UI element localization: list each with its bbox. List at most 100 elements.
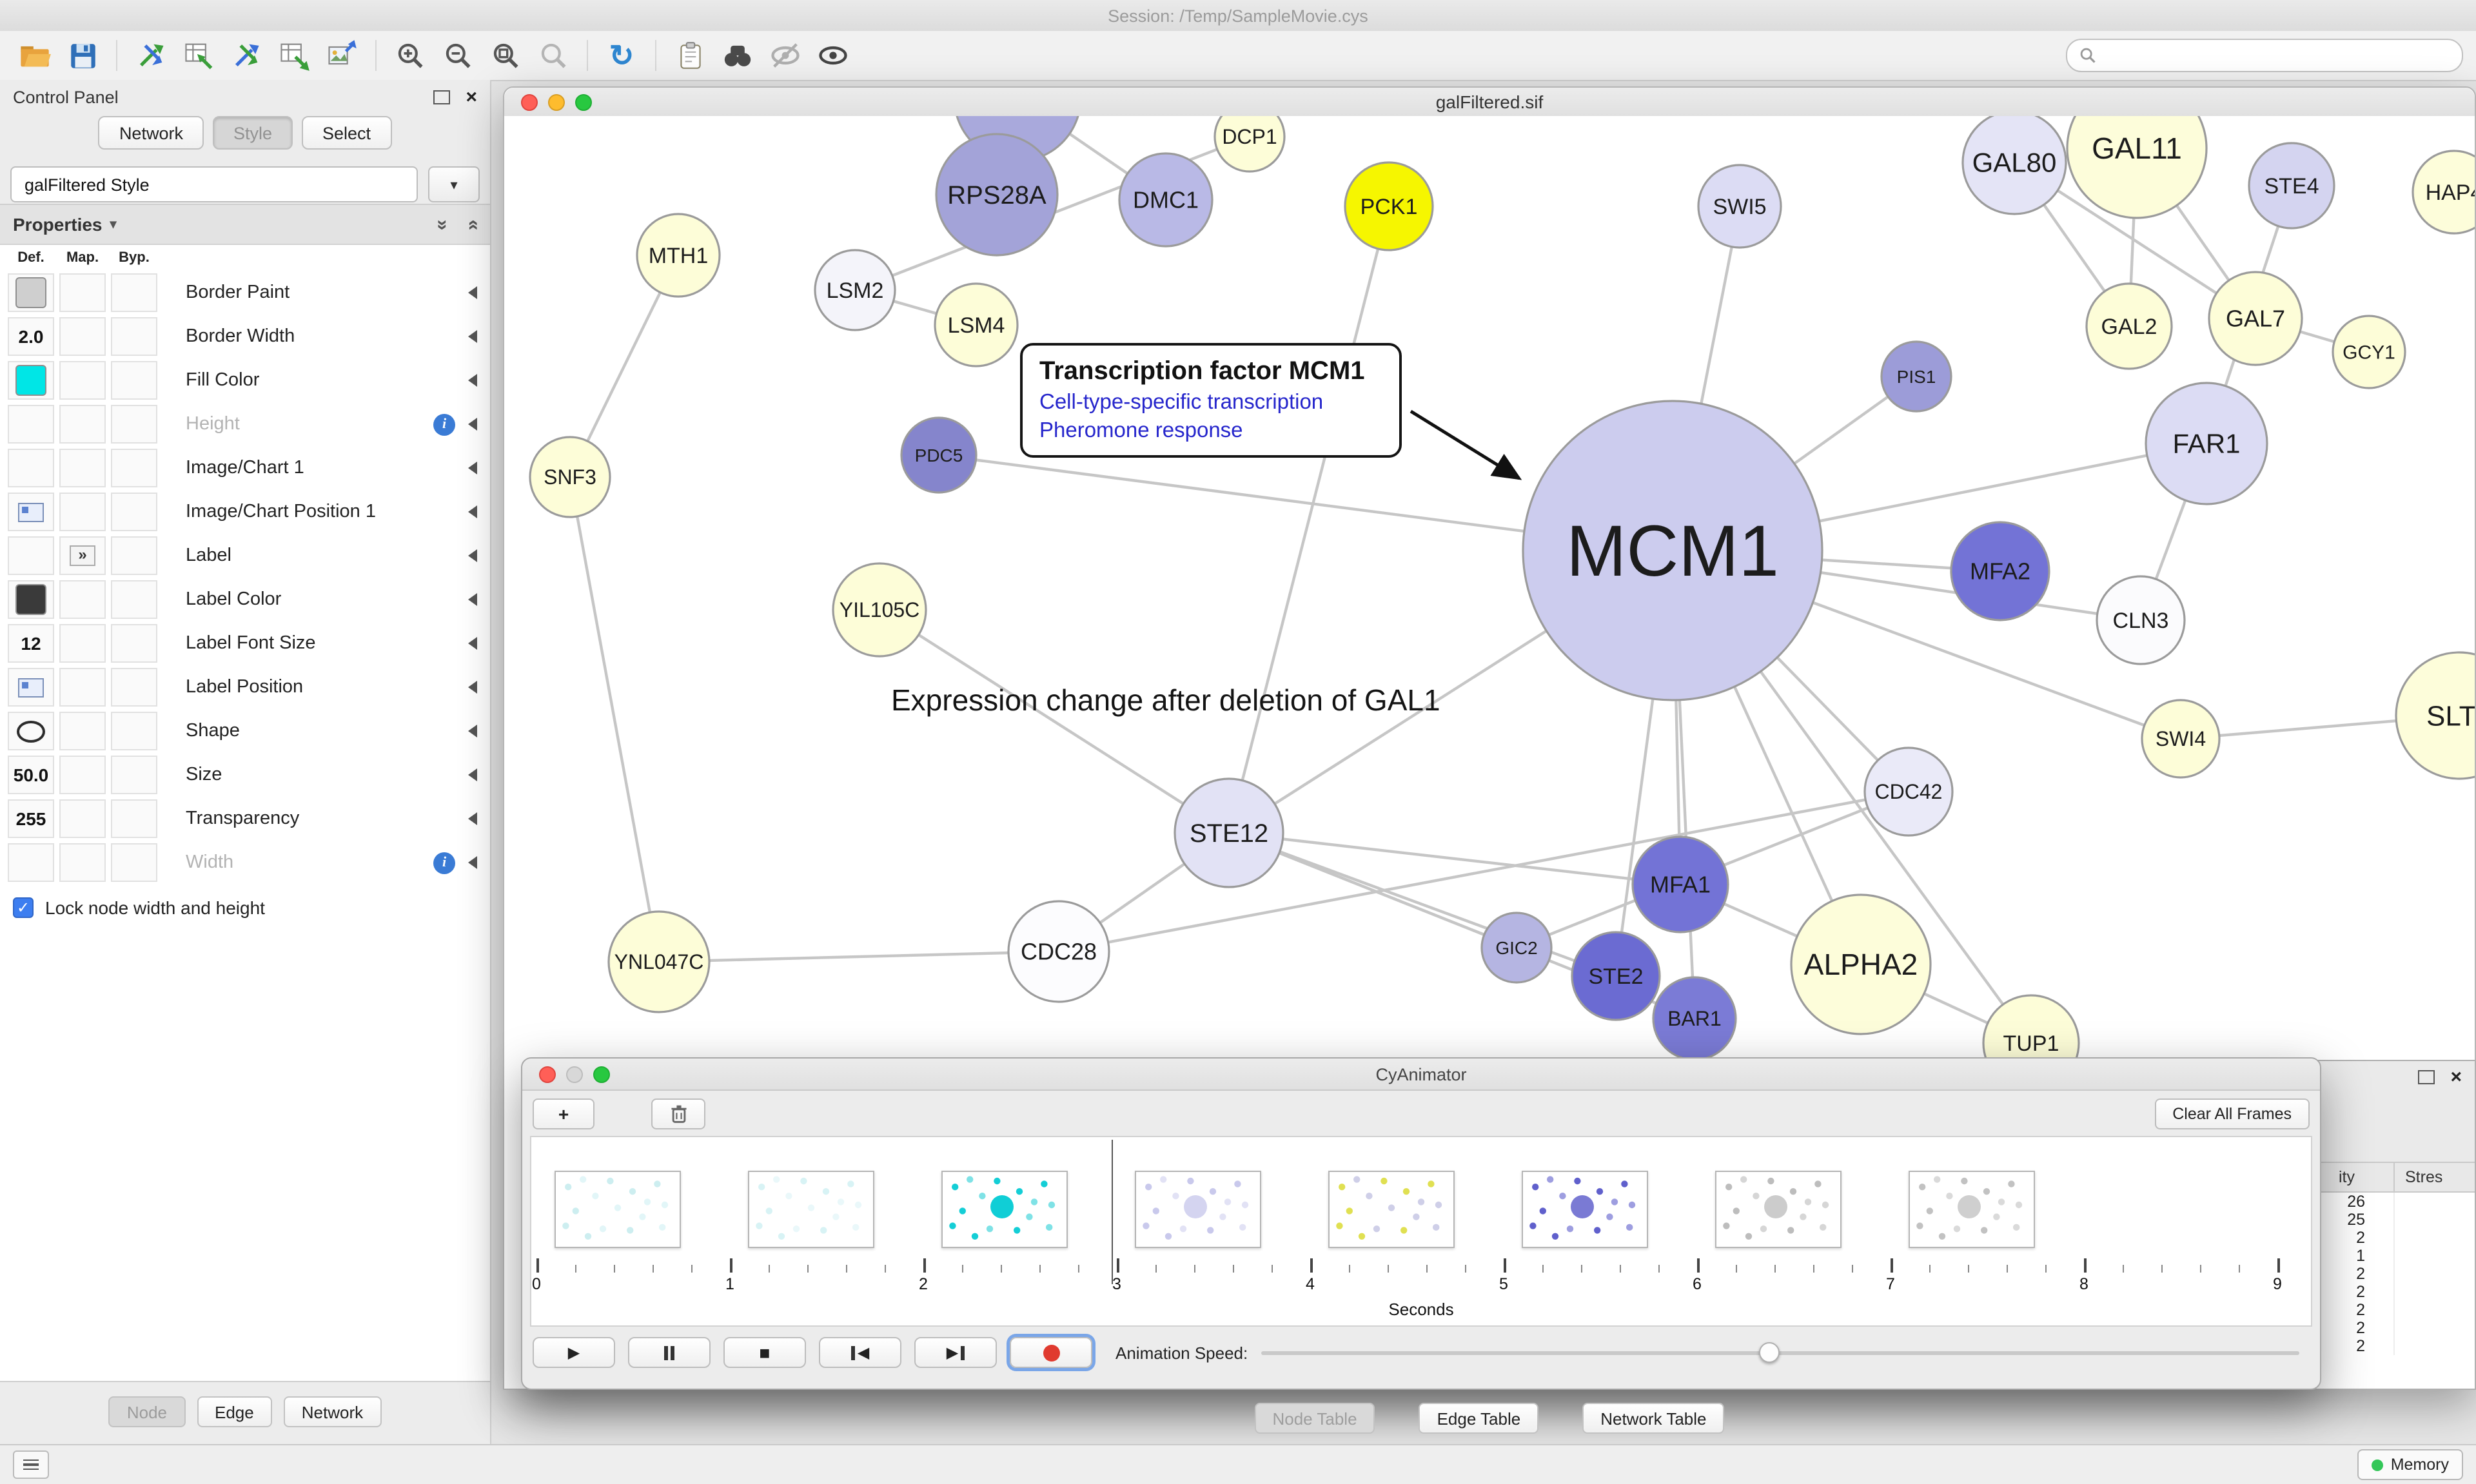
table-row[interactable]: 1: [1884, 1247, 2475, 1265]
style-combo[interactable]: galFiltered Style: [10, 166, 418, 202]
expand-arrow-icon[interactable]: [468, 593, 477, 606]
network-node-BAR1[interactable]: BAR1: [1652, 976, 1737, 1061]
expand-arrow-icon[interactable]: [468, 549, 477, 562]
hide-details-button[interactable]: [763, 36, 807, 75]
expand-arrow-icon[interactable]: [468, 374, 477, 387]
frame-thumbnail-7[interactable]: [1909, 1171, 2035, 1248]
table-row[interactable]: 2: [1884, 1283, 2475, 1301]
minimize-window-button[interactable]: [548, 93, 565, 110]
table-row[interactable]: 2: [1884, 1319, 2475, 1337]
prop-cell-byp[interactable]: [111, 624, 157, 663]
zoom-fit-button[interactable]: [484, 36, 527, 75]
prop-cell-map[interactable]: [59, 405, 106, 444]
network-node-DCP1[interactable]: DCP1: [1213, 116, 1286, 173]
network-node-MTH1[interactable]: MTH1: [636, 213, 721, 298]
search-input[interactable]: [2105, 44, 2450, 66]
memory-button[interactable]: Memory: [2357, 1449, 2463, 1480]
tab-network[interactable]: Network: [98, 116, 204, 150]
annotation-box[interactable]: Transcription factor MCM1 Cell-type-spec…: [1020, 343, 1402, 458]
expand-arrow-icon[interactable]: [468, 330, 477, 343]
tab-node-style[interactable]: Node: [108, 1396, 185, 1427]
network-node-MFA1[interactable]: MFA1: [1631, 835, 1729, 933]
find-network-button[interactable]: [716, 36, 760, 75]
expand-arrow-icon[interactable]: [468, 462, 477, 474]
annotation-link-2[interactable]: Pheromone response: [1039, 419, 1243, 442]
prop-row-label-color[interactable]: Label Color: [0, 578, 490, 621]
network-node-PCK1[interactable]: PCK1: [1344, 161, 1434, 251]
record-button[interactable]: [1010, 1337, 1092, 1368]
network-node-FAR1[interactable]: FAR1: [2145, 382, 2268, 505]
frame-thumbnail-3[interactable]: [1135, 1171, 1261, 1248]
frame-thumbnail-2[interactable]: [941, 1171, 1068, 1248]
network-node-SWI4[interactable]: SWI4: [2141, 699, 2221, 779]
prop-row-image-chart-position-1[interactable]: Image/Chart Position 1: [0, 490, 490, 534]
expand-arrow-icon[interactable]: [468, 505, 477, 518]
frame-thumbnail-0[interactable]: [555, 1171, 681, 1248]
close-panel-icon[interactable]: ×: [2450, 1066, 2462, 1088]
prop-cell-byp[interactable]: [111, 405, 157, 444]
slider-knob[interactable]: [1759, 1342, 1780, 1363]
color-swatch[interactable]: [15, 277, 46, 308]
network-node-MCM1[interactable]: MCM1: [1522, 400, 1823, 701]
timeline-playhead[interactable]: [1111, 1140, 1113, 1284]
delete-frame-button[interactable]: [651, 1098, 705, 1129]
frame-thumbnail-4[interactable]: [1328, 1171, 1455, 1248]
collapse-all-icon[interactable]: »: [460, 219, 483, 230]
prop-cell-def[interactable]: [8, 843, 54, 882]
prop-cell-def[interactable]: 255: [8, 799, 54, 838]
prop-cell-byp[interactable]: [111, 493, 157, 531]
network-node-YIL105C[interactable]: YIL105C: [832, 562, 927, 658]
network-node-GAL7[interactable]: GAL7: [2208, 271, 2303, 366]
task-history-button[interactable]: [13, 1450, 49, 1479]
close-panel-icon[interactable]: ×: [466, 86, 477, 108]
table-row[interactable]: 2: [1884, 1229, 2475, 1247]
prop-cell-map[interactable]: [59, 493, 106, 531]
tab-edge-table[interactable]: Edge Table: [1419, 1403, 1539, 1434]
table-row[interactable]: 2: [1884, 1301, 2475, 1319]
column-header-radiality[interactable]: ity: [1884, 1163, 2395, 1191]
expand-arrow-icon[interactable]: [468, 812, 477, 825]
export-network-button[interactable]: [224, 36, 268, 75]
table-row[interactable]: 2: [1884, 1337, 2475, 1355]
expand-arrow-icon[interactable]: [468, 286, 477, 299]
prop-cell-map[interactable]: [59, 449, 106, 487]
network-node-GAL80[interactable]: GAL80: [1961, 116, 2067, 215]
prop-cell-def[interactable]: [8, 405, 54, 444]
skip-to-start-button[interactable]: ◀: [819, 1337, 901, 1368]
clone-network-button[interactable]: [668, 36, 712, 75]
table-row[interactable]: 2: [1884, 1265, 2475, 1283]
network-node-GCY1[interactable]: GCY1: [2332, 315, 2406, 389]
float-panel-icon[interactable]: [2418, 1070, 2435, 1084]
close-window-button[interactable]: [521, 93, 538, 110]
table-row[interactable]: 25: [1884, 1211, 2475, 1229]
prop-cell-def[interactable]: [8, 580, 54, 619]
network-node-CDC42[interactable]: CDC42: [1863, 747, 1954, 837]
network-node-DMC1[interactable]: DMC1: [1118, 152, 1213, 248]
prop-row-image-chart-1[interactable]: Image/Chart 1: [0, 446, 490, 490]
stop-button[interactable]: ■: [723, 1337, 806, 1368]
prop-cell-map[interactable]: [59, 361, 106, 400]
prop-cell-byp[interactable]: [111, 273, 157, 312]
prop-cell-def[interactable]: [8, 361, 54, 400]
network-node-GAL2[interactable]: GAL2: [2085, 282, 2173, 370]
annotation-link-1[interactable]: Cell-type-specific transcription: [1039, 391, 1324, 414]
prop-cell-byp[interactable]: [111, 799, 157, 838]
network-node-GIC2[interactable]: GIC2: [1480, 912, 1553, 984]
network-node-CLN3[interactable]: CLN3: [2096, 575, 2186, 665]
frame-thumbnail-6[interactable]: [1715, 1171, 1842, 1248]
save-session-button[interactable]: [61, 36, 104, 75]
network-node-CDC28[interactable]: CDC28: [1007, 900, 1110, 1003]
tab-style[interactable]: Style: [212, 116, 293, 150]
tab-network-table[interactable]: Network Table: [1582, 1403, 1725, 1434]
zoom-window-button[interactable]: [575, 93, 592, 110]
import-table-button[interactable]: [177, 36, 221, 75]
import-network-button[interactable]: [129, 36, 173, 75]
zoom-window-button[interactable]: [593, 1066, 610, 1082]
expand-arrow-icon[interactable]: [468, 856, 477, 869]
prop-cell-byp[interactable]: [111, 361, 157, 400]
